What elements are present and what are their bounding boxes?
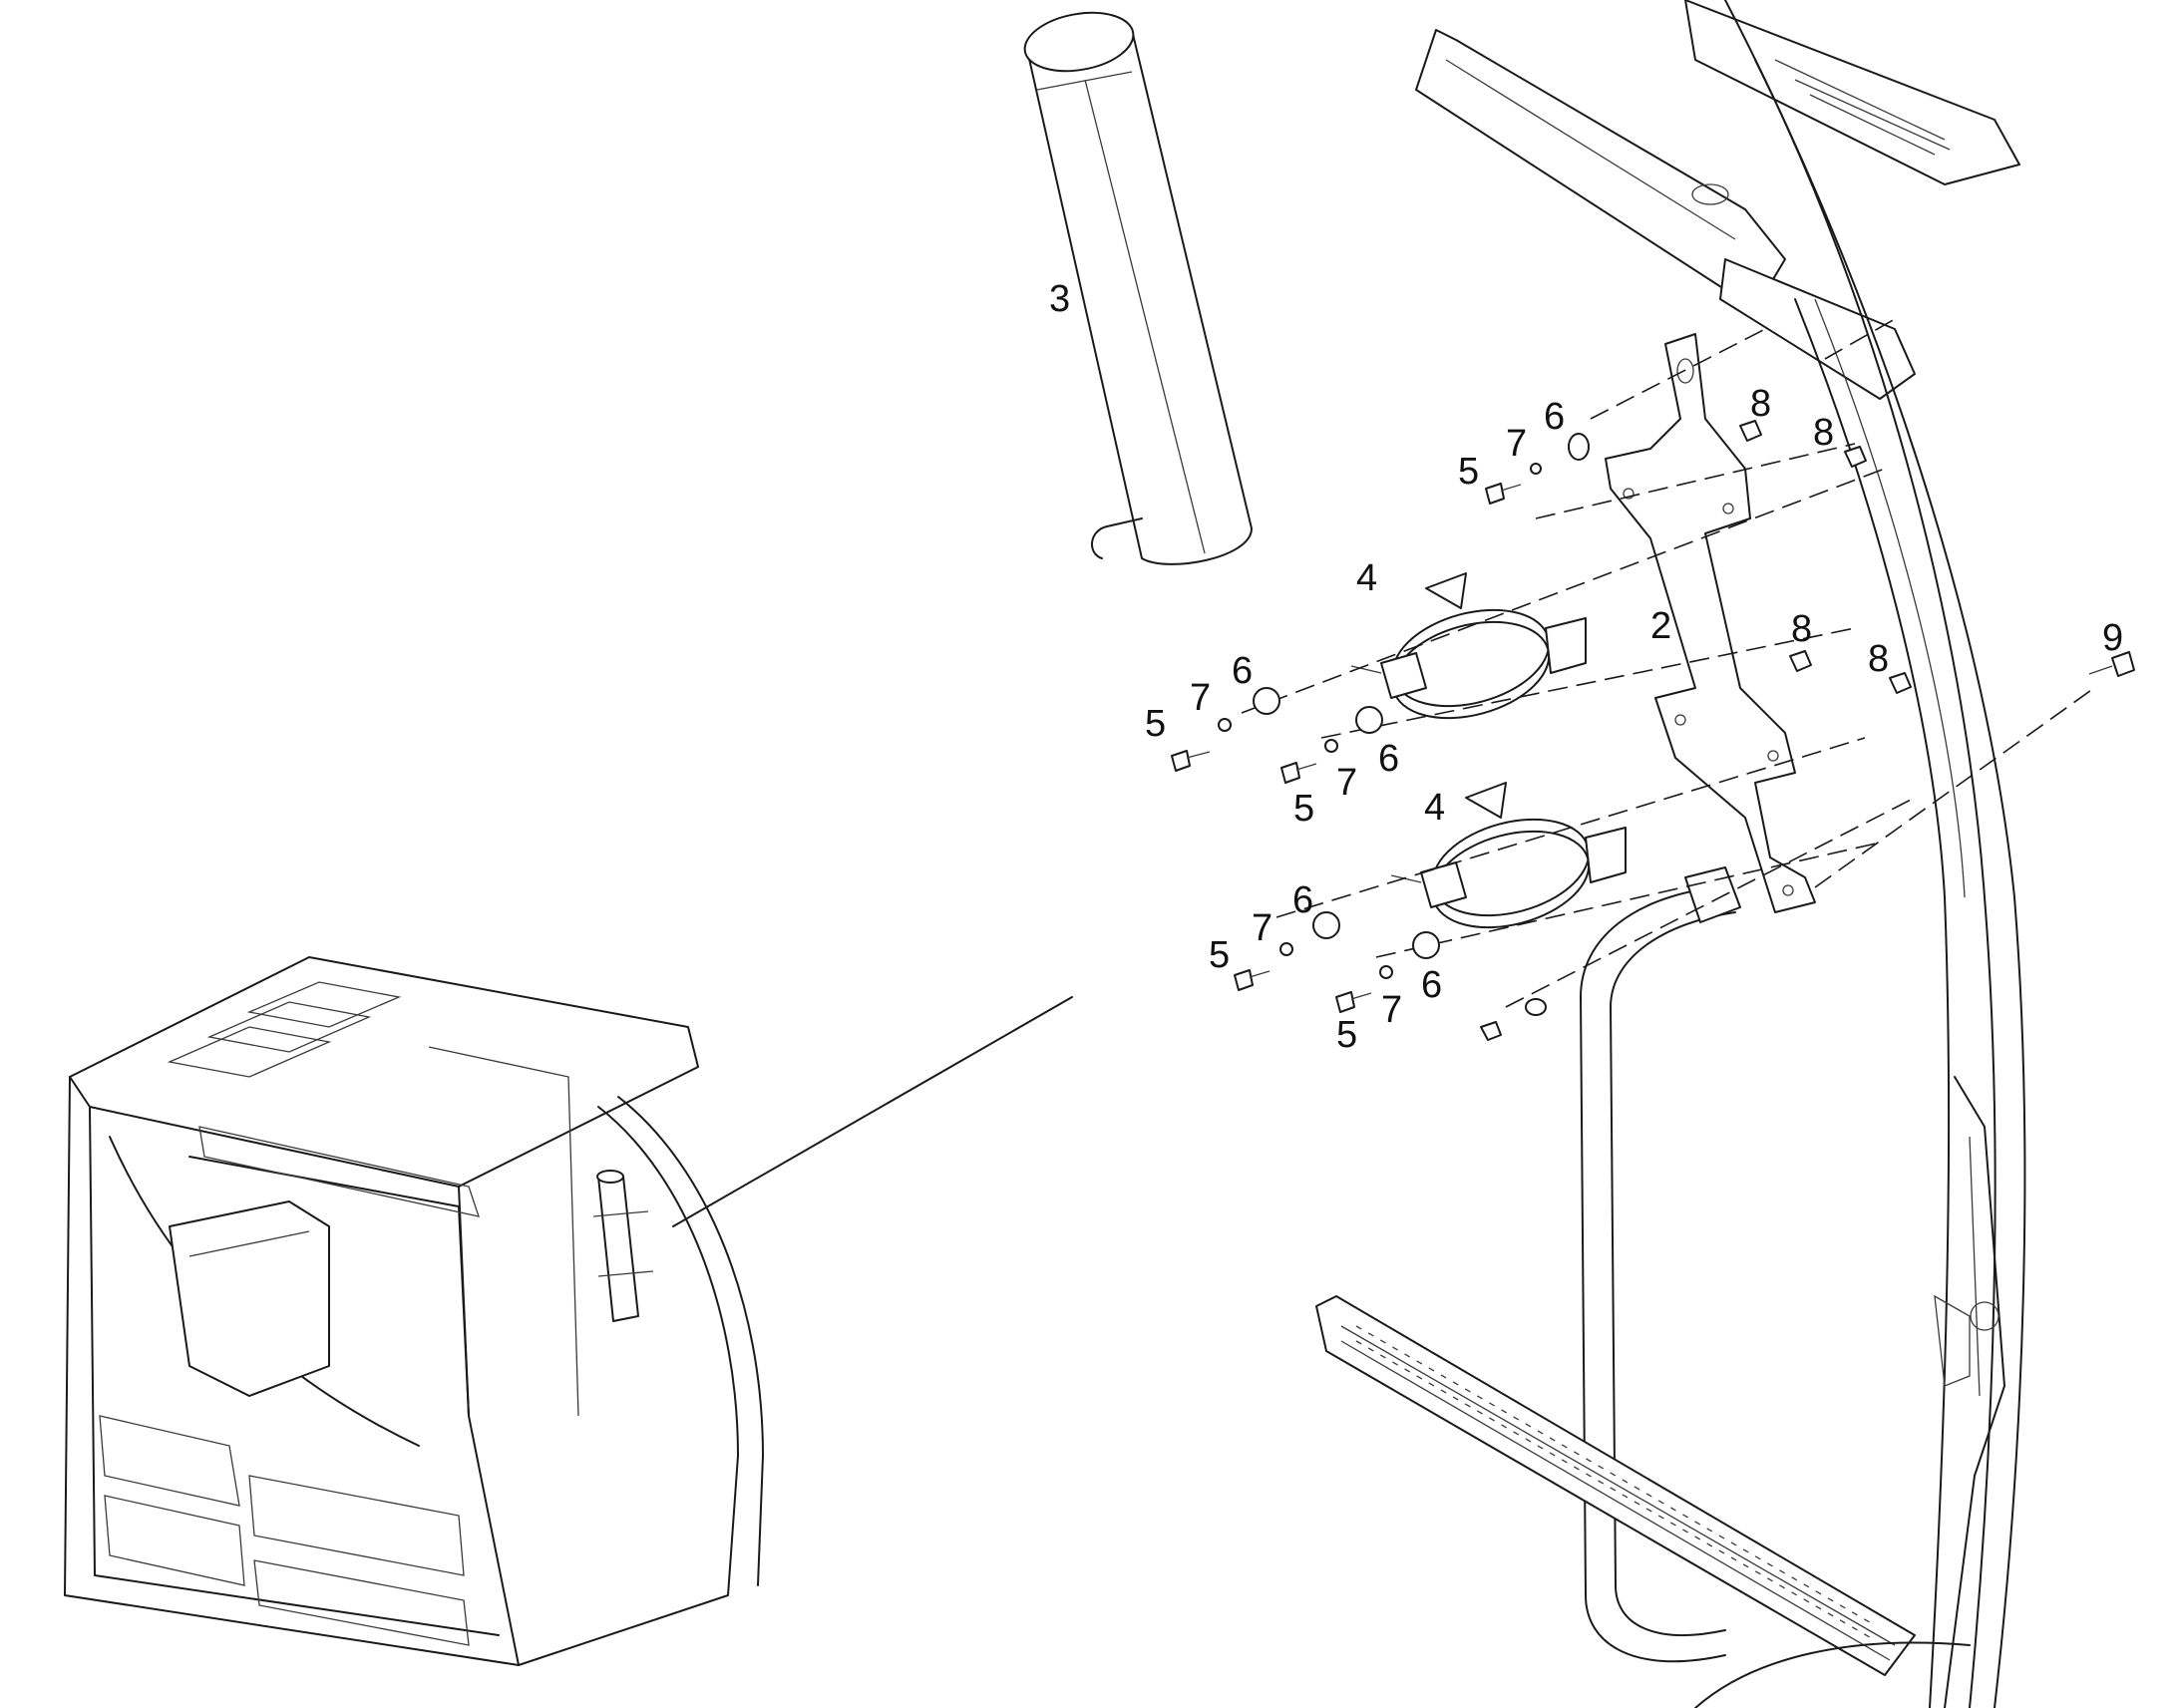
lockwasher-7a xyxy=(1530,463,1542,475)
part-3-extinguisher xyxy=(1023,11,1253,565)
bolt-5a xyxy=(1485,483,1522,505)
callout-6a: 6 xyxy=(1544,396,1565,438)
washer-6e xyxy=(1412,931,1440,959)
callout-8a: 8 xyxy=(1750,383,1771,425)
nut-8c xyxy=(1789,650,1812,672)
leader-line xyxy=(672,996,1073,1227)
callout-5a: 5 xyxy=(1458,451,1479,493)
nut-8d xyxy=(1889,672,1912,694)
lockwasher-7d xyxy=(1279,942,1293,956)
nut-8a xyxy=(1739,420,1762,442)
callout-5d: 5 xyxy=(1209,934,1230,976)
callout-6d: 6 xyxy=(1292,879,1313,921)
callout-8b: 8 xyxy=(1813,412,1834,454)
extinguisher-mini xyxy=(592,1170,654,1322)
callout-4-upper: 4 xyxy=(1356,557,1377,599)
callout-9: 9 xyxy=(2102,617,2123,659)
bolt-9 xyxy=(2088,651,2135,677)
callout-7d: 7 xyxy=(1252,907,1272,949)
callout-7b: 7 xyxy=(1190,677,1211,719)
callout-2: 2 xyxy=(1650,605,1671,647)
lockwasher-7b xyxy=(1218,718,1232,732)
callout-6b: 6 xyxy=(1232,650,1253,692)
bolt-5d xyxy=(1234,969,1271,991)
callout-7c: 7 xyxy=(1336,762,1357,804)
callout-7a: 7 xyxy=(1506,423,1527,465)
washer-6b xyxy=(1253,687,1280,715)
callout-7e: 7 xyxy=(1381,989,1402,1031)
cab-overview xyxy=(64,956,1073,1666)
assembly-lines xyxy=(1241,318,2095,1008)
callout-5b: 5 xyxy=(1145,703,1166,745)
callout-6c: 6 xyxy=(1378,738,1399,780)
washer-6a xyxy=(1568,433,1590,461)
callout-3: 3 xyxy=(1049,278,1070,320)
part-4-clamp-upper xyxy=(1350,572,1587,720)
bolt-5b xyxy=(1171,750,1211,772)
nut-8b xyxy=(1844,446,1867,468)
callout-8c: 8 xyxy=(1791,608,1812,650)
callout-5c: 5 xyxy=(1293,788,1314,830)
callouts: 3 2 4 4 5 7 6 5 7 6 5 7 6 5 7 6 5 7 6 8 … xyxy=(1049,278,2123,1056)
callout-5e: 5 xyxy=(1336,1014,1357,1056)
washer-6c xyxy=(1355,706,1383,734)
part-2-bracket xyxy=(1605,333,1816,913)
callout-6e: 6 xyxy=(1421,964,1442,1006)
lockwasher-7c xyxy=(1324,739,1338,753)
callout-8d: 8 xyxy=(1868,638,1889,680)
bolt-5c xyxy=(1280,762,1317,784)
bolt-5e xyxy=(1335,991,1372,1013)
lockwasher-7e xyxy=(1379,965,1393,979)
fasteners xyxy=(1171,420,2135,1041)
cab-pillar-detail xyxy=(1315,0,2026,1708)
washer-6d xyxy=(1312,911,1340,939)
callout-4-lower: 4 xyxy=(1424,787,1445,829)
